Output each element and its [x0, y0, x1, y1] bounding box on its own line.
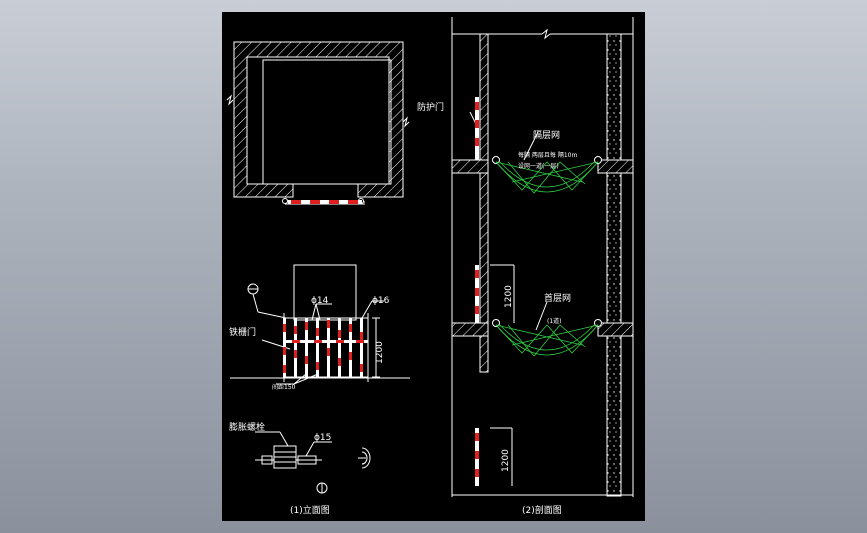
label-guard-door: 防护门: [417, 101, 444, 113]
label-first-net: 首层网: [544, 292, 571, 304]
note-floor-net-1: 每隔 两层且每 隔10m: [518, 151, 577, 159]
note-floor-net-2: 设网一道(一层): [518, 162, 559, 170]
guard-doors: [475, 97, 479, 486]
shaft-section-view: [451, 17, 634, 497]
plan-door-bar: [288, 200, 362, 204]
label-door-height-lower: 1200: [501, 449, 511, 472]
gate-elevation: [230, 264, 410, 385]
note-first-net: (1道): [547, 317, 562, 325]
label-spacing: 间距150: [272, 383, 296, 391]
expansion-bolt-detail: [255, 431, 371, 494]
label-door-height-upper: 1200: [504, 285, 514, 308]
shaft-plan-view: [226, 41, 410, 205]
label-gate: 铁栅门: [229, 326, 256, 338]
label-bolt: 膨胀螺栓: [229, 421, 265, 433]
plan-wall: [233, 41, 404, 198]
label-gate-height: 1200: [375, 341, 385, 364]
label-phi15: ϕ15: [314, 433, 331, 443]
label-floor-net: 隔层网: [533, 130, 560, 141]
safety-nets: [495, 161, 599, 357]
cad-viewport[interactable]: ϕ14 ϕ16 铁栅门 间距150 1200 膨胀螺栓 ϕ15 (1)立面图: [222, 12, 645, 521]
label-phi16: ϕ16: [372, 296, 390, 306]
gate-bars: [283, 318, 368, 378]
label-phi14: ϕ14: [311, 296, 329, 306]
caption-section: (2)剖面图: [522, 504, 562, 516]
caption-elevation: (1)立面图: [290, 504, 330, 516]
elevator-shaft-drawing: ϕ14 ϕ16 铁栅门 间距150 1200 膨胀螺栓 ϕ15 (1)立面图: [226, 17, 634, 516]
